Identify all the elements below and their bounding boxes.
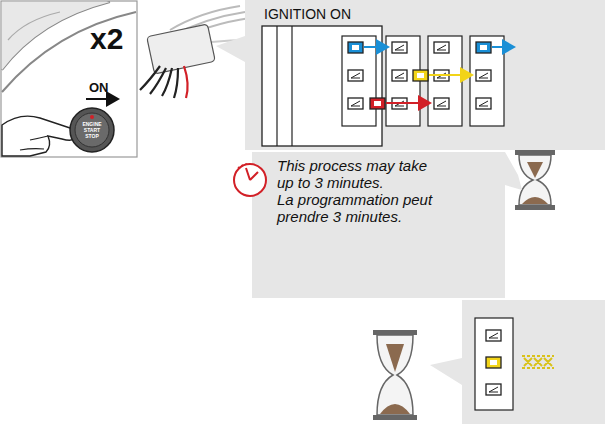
heading: IGNITION ON [264, 6, 444, 22]
button-text: ENGINE START STOP [81, 121, 103, 139]
callout-bubble: IGNITION ON [264, 6, 444, 22]
direction-label: ON [89, 80, 109, 95]
callout-bubble: This process may take up to 3 minutes.La… [277, 157, 447, 225]
press-count: x2 [90, 22, 123, 56]
note-english: This process may take up to 3 minutes. [277, 157, 447, 191]
note-french: La programmation peut prendre 3 minutes. [277, 191, 447, 225]
